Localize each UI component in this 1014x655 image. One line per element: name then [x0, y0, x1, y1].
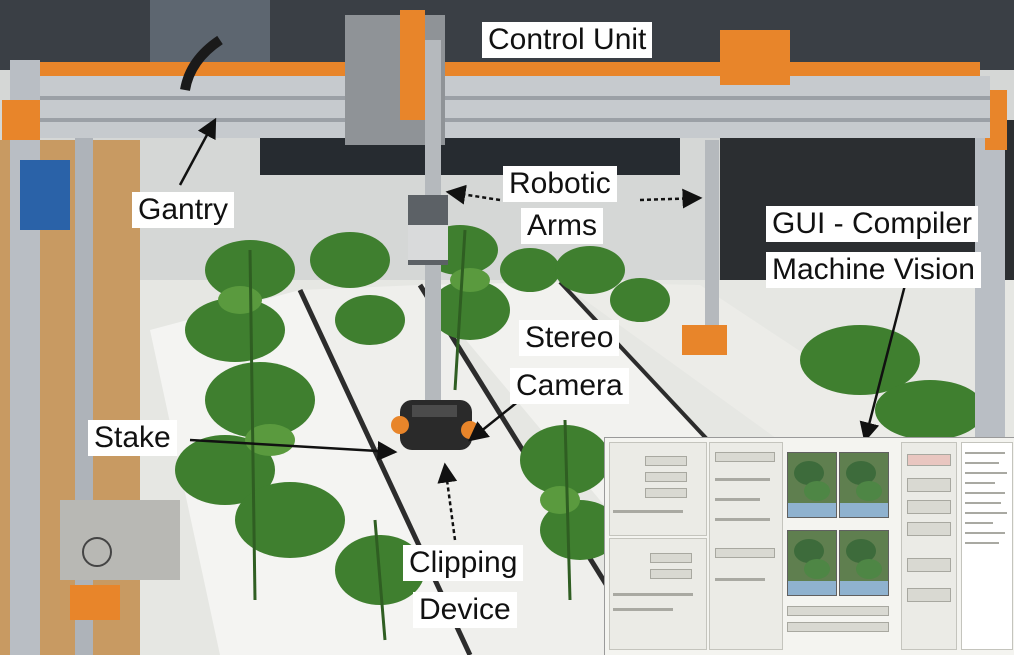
arrow-gantry [178, 117, 217, 186]
gui-log-line [965, 452, 1005, 454]
gui-log-line [965, 492, 1005, 494]
pepper-plants [175, 225, 985, 605]
gui-text-line [715, 478, 770, 481]
gantry-rail-orange [40, 62, 980, 76]
arrow-gui [859, 284, 907, 443]
gui-field [650, 569, 692, 579]
label-control-unit: Control Unit [482, 22, 653, 58]
gui-button [907, 588, 951, 602]
power-supply [60, 500, 180, 580]
frame-bracket-orange [2, 100, 40, 140]
gui-text-line [715, 518, 770, 521]
gui-log-line [965, 502, 1001, 504]
label-clipping: Clipping [403, 545, 524, 581]
label-gui-compiler: GUI - Compiler [766, 206, 979, 242]
label-camera: Camera [510, 368, 629, 404]
gantry-beam-groove-2 [40, 118, 990, 122]
cable-chain [180, 35, 223, 92]
right-arm-shaft [705, 140, 719, 340]
gui-button [907, 558, 951, 572]
gui-text-line [613, 593, 693, 596]
plant-stems [248, 229, 572, 641]
gui-text-line [613, 510, 683, 513]
right-arm-end-effector [682, 325, 727, 355]
gui-field [650, 553, 692, 563]
gui-field [715, 548, 775, 558]
gui-field [787, 622, 889, 632]
gui-button [907, 478, 951, 492]
window [150, 0, 270, 70]
camera-view-thumbnail [839, 452, 889, 518]
label-gantry: Gantry [132, 192, 235, 228]
frame-post-left [10, 60, 40, 655]
camera-view-thumbnail [787, 530, 837, 596]
gui-log-line [965, 542, 999, 544]
gui-log-line [965, 472, 1007, 474]
gui-panel-buttons [901, 442, 957, 650]
camera-view-thumbnail [787, 452, 837, 518]
carriage-bracket [400, 10, 425, 120]
label-machine-vision: Machine Vision [766, 252, 981, 288]
gui-log-line [965, 482, 995, 484]
label-stereo: Stereo [519, 320, 620, 356]
gui-text-line [613, 608, 673, 611]
gui-field [645, 456, 687, 466]
arrow-stake [189, 438, 398, 461]
gui-field [787, 606, 889, 616]
frame-bracket-right [985, 90, 1007, 150]
gui-log-panel [961, 442, 1013, 650]
label-robotic: Robotic [503, 166, 617, 202]
gui-button [907, 522, 951, 536]
gui-field [645, 472, 687, 482]
annotation-arrows [178, 117, 907, 541]
power-supply-fan [82, 537, 112, 567]
camera-view-thumbnail [839, 530, 889, 596]
gantry-beam-groove [40, 96, 990, 100]
arrow-robotic-arm-left [445, 184, 501, 205]
gui-panel-parameters [709, 442, 783, 650]
label-stake: Stake [88, 420, 177, 456]
gui-field [715, 452, 775, 462]
gui-field [645, 488, 687, 498]
controller-boards [20, 160, 70, 230]
gui-log-line [965, 522, 993, 524]
grow-bed-2 [300, 285, 650, 655]
label-arms: Arms [521, 208, 603, 244]
gui-log-line [965, 462, 999, 464]
right-carriage [720, 30, 790, 85]
gui-button [907, 500, 951, 514]
dark-window-strip [260, 135, 680, 175]
stereo-camera-module [412, 405, 457, 417]
label-device: Device [413, 592, 517, 628]
clip-orange-left [391, 416, 409, 434]
frame-foot-bracket [70, 585, 120, 620]
arrow-robotic-arm-right [639, 188, 703, 209]
gui-button [907, 454, 951, 466]
gui-log-line [965, 532, 1005, 534]
gui-inset [604, 437, 1014, 655]
arrow-clipping-device [437, 462, 458, 541]
frame-post-right [975, 95, 1005, 495]
gui-log-line [965, 512, 1007, 514]
arrow-stereo-camera [468, 399, 521, 442]
gui-text-line [715, 498, 760, 501]
gui-text-line [715, 578, 765, 581]
arm-sleeve [408, 225, 448, 260]
